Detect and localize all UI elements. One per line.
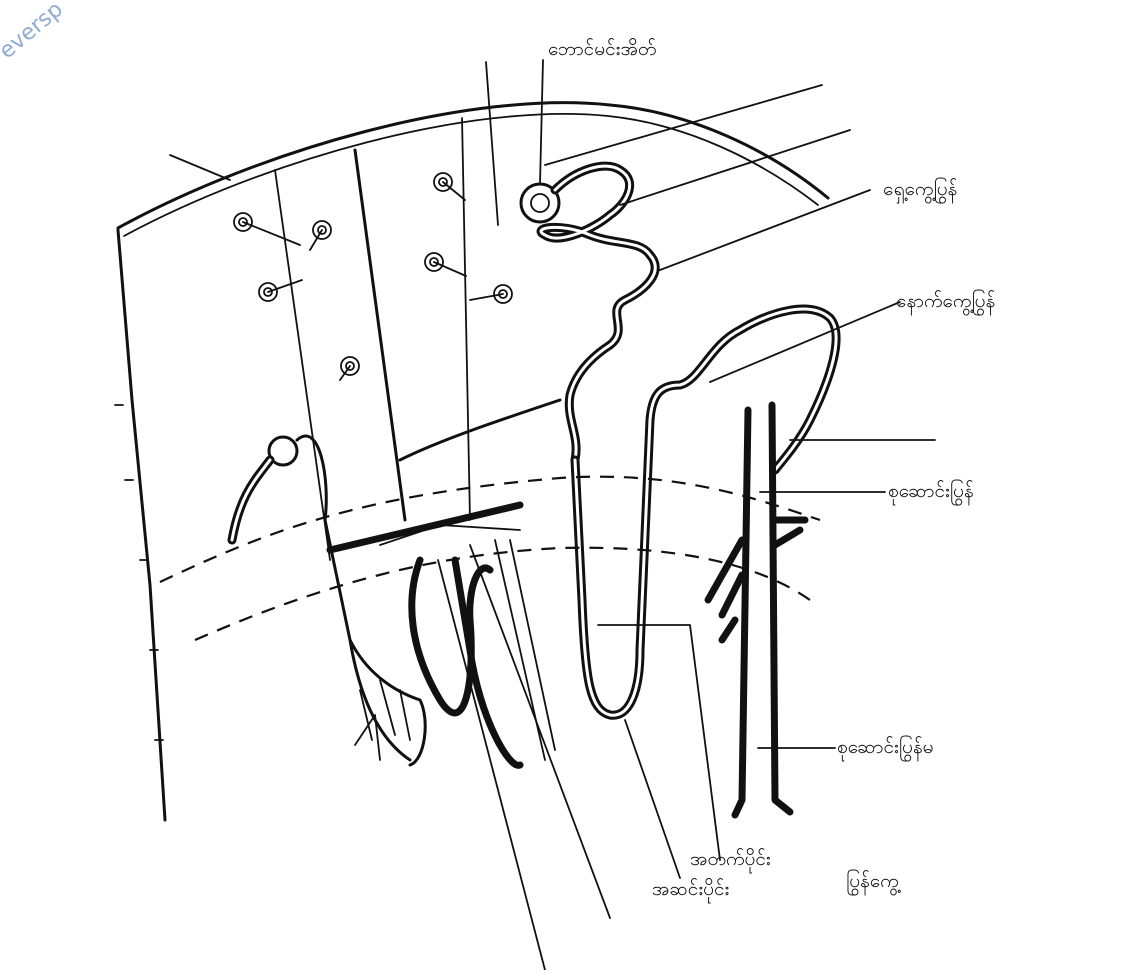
juxtamedullary-tubule bbox=[232, 460, 270, 540]
radial-vessel-2 bbox=[355, 150, 405, 520]
label-bowman-capsule: ဘောင်မင်းအိတ် bbox=[548, 40, 656, 59]
glomerulus bbox=[531, 194, 549, 212]
radial-vessel-3 bbox=[462, 118, 470, 520]
cortex-edge-left bbox=[118, 230, 165, 820]
radial-vessel-1 bbox=[275, 170, 330, 560]
vertical-pointer-top bbox=[486, 62, 498, 225]
vasa-recta-bundle bbox=[350, 640, 425, 765]
label-loop-of-henle: ပြွန်ကွေ့ bbox=[846, 872, 899, 891]
label-descending-limb: အဆင်းပိုင်း bbox=[652, 880, 729, 899]
capsule-pointer bbox=[170, 155, 230, 180]
label-proximal-tubule: ရှေ့ကွေ့ပြွန် bbox=[883, 180, 957, 199]
juxtamedullary-loop bbox=[297, 436, 410, 760]
medullary-line-1 bbox=[438, 560, 545, 970]
boundary-dash-lower bbox=[195, 548, 810, 640]
label-collecting-duct: စုဆောင်းပြွန်မ bbox=[837, 738, 934, 757]
label-collecting-tubule: စုဆောင်းပြွန် bbox=[888, 482, 974, 501]
efferent-link bbox=[400, 400, 560, 460]
label-ascending-limb: အတက်ပိုင်း bbox=[690, 850, 771, 869]
medullary-line-3 bbox=[495, 540, 555, 760]
label-distal-tubule: နောက်ကွေ့ပြွန် bbox=[896, 292, 995, 311]
collecting-duct-lines bbox=[708, 405, 805, 815]
